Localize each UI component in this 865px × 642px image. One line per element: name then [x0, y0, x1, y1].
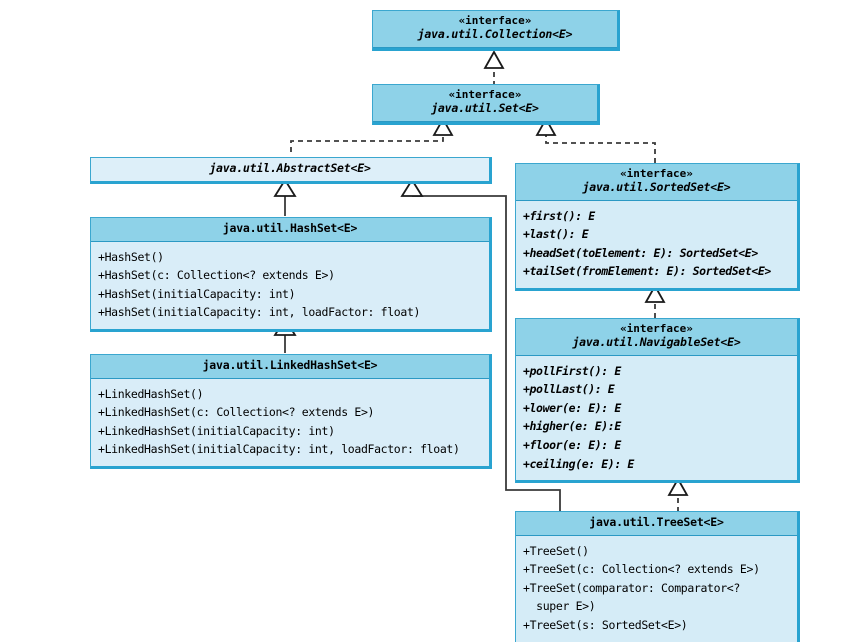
- type-name: java.util.Collection<E>: [417, 26, 573, 41]
- class-box-header: «interface» java.util.Set<E>: [373, 85, 597, 122]
- member-row: +first(): E: [523, 208, 595, 223]
- member-row: +tailSet(fromElement: E): SortedSet<E>: [523, 264, 771, 279]
- class-box-abstractset[interactable]: java.util.AbstractSet<E>: [90, 157, 492, 184]
- edge-hashset-to-abstractset: [273, 178, 297, 216]
- class-box-navigableset[interactable]: «interface» java.util.NavigableSet<E> +p…: [515, 318, 800, 484]
- edge-treeset-to-navigableset: [667, 477, 689, 512]
- member-row: +TreeSet(c: Collection<? extends E>): [523, 562, 760, 577]
- member-row: +ceiling(e: E): E: [523, 456, 634, 471]
- member-row: +floor(e: E): E: [523, 438, 621, 453]
- member-row: +HashSet(initialCapacity: int): [98, 286, 296, 301]
- member-row: super E>): [523, 599, 596, 614]
- class-box-treeset[interactable]: java.util.TreeSet<E> +TreeSet() +TreeSet…: [515, 511, 800, 642]
- class-box-members: +pollFirst(): E +pollLast(): E +lower(e:…: [516, 355, 797, 481]
- class-box-hashset[interactable]: java.util.HashSet<E> +HashSet() +HashSet…: [90, 217, 492, 333]
- member-row: +pollFirst(): E: [523, 363, 621, 378]
- member-row: +LinkedHashSet(initialCapacity: int): [98, 423, 335, 438]
- type-name: java.util.Set<E>: [431, 100, 539, 115]
- member-row: +TreeSet(): [523, 543, 589, 558]
- class-box-linkedhashset[interactable]: java.util.LinkedHashSet<E> +LinkedHashSe…: [90, 354, 492, 470]
- class-box-header: java.util.TreeSet<E>: [516, 512, 797, 536]
- edge-sortedset-to-set: [535, 117, 656, 163]
- class-box-members: +LinkedHashSet() +LinkedHashSet(c: Colle…: [91, 378, 489, 467]
- type-name: java.util.HashSet<E>: [222, 221, 358, 235]
- member-row: +pollLast(): E: [523, 382, 615, 397]
- class-box-members: +TreeSet() +TreeSet(c: Collection<? exte…: [516, 535, 797, 642]
- class-box-members: +first(): E +last(): E +headSet(toElemen…: [516, 200, 797, 289]
- class-box-collection[interactable]: «interface» java.util.Collection<E>: [372, 10, 620, 51]
- member-row: +headSet(toElement: E): SortedSet<E>: [523, 245, 758, 260]
- member-row: +TreeSet(s: SortedSet<E>): [523, 618, 688, 633]
- stereotype-label: «interface»: [448, 88, 522, 101]
- class-box-header: java.util.AbstractSet<E>: [91, 158, 489, 181]
- class-box-header: java.util.LinkedHashSet<E>: [91, 355, 489, 379]
- member-row: +HashSet(): [98, 249, 164, 264]
- class-box-header: «interface» java.util.NavigableSet<E>: [516, 319, 797, 356]
- edge-set-to-collection: [483, 50, 505, 86]
- member-row: +LinkedHashSet(c: Collection<? extends E…: [98, 405, 375, 420]
- type-name: java.util.TreeSet<E>: [589, 515, 724, 529]
- type-name: java.util.LinkedHashSet<E>: [202, 358, 378, 372]
- member-row: +HashSet(c: Collection<? extends E>): [98, 268, 335, 283]
- member-row: +TreeSet(comparator: Comparator<?: [523, 580, 740, 595]
- stereotype-label: «interface»: [620, 322, 693, 335]
- member-row: +LinkedHashSet(): [98, 386, 204, 401]
- class-box-header: «interface» java.util.Collection<E>: [373, 11, 617, 48]
- class-box-sortedset[interactable]: «interface» java.util.SortedSet<E> +firs…: [515, 163, 800, 292]
- stereotype-label: «interface»: [458, 14, 532, 27]
- class-box-set[interactable]: «interface» java.util.Set<E>: [372, 84, 600, 125]
- member-row: +last(): E: [523, 227, 589, 242]
- type-name: java.util.AbstractSet<E>: [209, 161, 371, 175]
- class-box-members: +HashSet() +HashSet(c: Collection<? exte…: [91, 241, 489, 330]
- type-name: java.util.SortedSet<E>: [582, 179, 731, 194]
- member-row: +HashSet(initialCapacity: int, loadFacto…: [98, 305, 421, 320]
- class-box-header: «interface» java.util.SortedSet<E>: [516, 164, 797, 201]
- stereotype-label: «interface»: [620, 167, 693, 180]
- member-row: +higher(e: E):E: [523, 419, 621, 434]
- type-name: java.util.NavigableSet<E>: [572, 334, 741, 349]
- member-row: +lower(e: E): E: [523, 400, 621, 415]
- class-box-header: java.util.HashSet<E>: [91, 218, 489, 242]
- member-row: +LinkedHashSet(initialCapacity: int, loa…: [98, 442, 460, 457]
